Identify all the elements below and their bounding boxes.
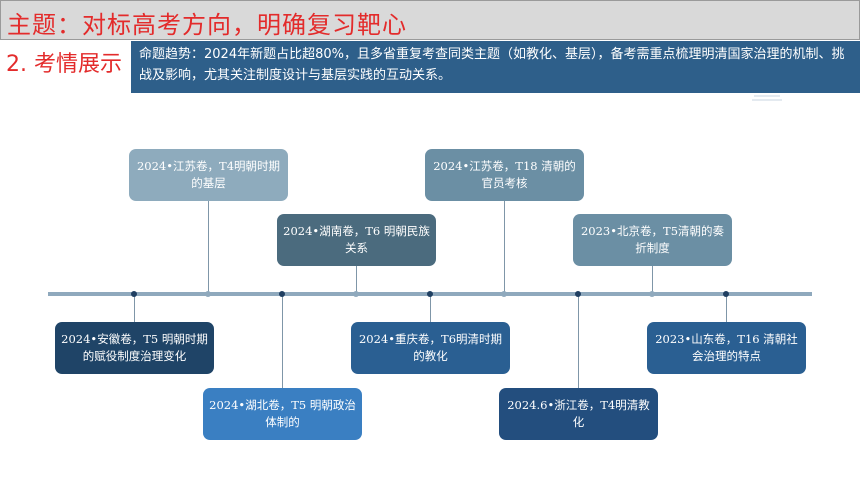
connector-9 — [726, 294, 727, 322]
timeline-card-hunan: 2024•湖南卷，T6 明朝民族关系 — [277, 214, 436, 266]
timeline-card-shandong: 2023•山东卷，T16 清朝社会治理的特点 — [647, 322, 806, 374]
timeline-dot — [427, 291, 433, 297]
section-label: 2. 考情展示 — [6, 52, 122, 77]
timeline-dot — [575, 291, 581, 297]
connector-8 — [652, 266, 653, 294]
timeline-card-anhui: 2024•安徽卷，T5 明朝时期的赋役制度治理变化 — [55, 322, 214, 374]
trend-text: 命题趋势：2024年新题占比超80%，且多省重复考查同类主题（如教化、基层），备… — [139, 47, 845, 83]
timeline-card-chongqing: 2024•重庆卷，T6明清时期的教化 — [351, 322, 510, 374]
connector-4 — [356, 266, 357, 294]
trend-box: 命题趋势：2024年新题占比超80%，且多省重复考查同类主题（如教化、基层），备… — [131, 41, 860, 93]
page-title: 主题：对标高考方向，明确复习靶心 — [7, 11, 407, 39]
connector-3 — [282, 294, 283, 388]
timeline-card-jiangsu-t4: 2024•江苏卷，T4明朝时期的基层 — [129, 149, 288, 201]
timeline-card-jiangsu-t18: 2024•江苏卷，T18 清朝的官员考核 — [425, 149, 584, 201]
connector-7 — [578, 294, 579, 388]
connector-1 — [134, 294, 135, 322]
timeline-dot — [649, 291, 655, 297]
timeline-card-hubei: 2024•湖北卷，T5 明朝政治体制的 — [203, 388, 362, 440]
timeline-dot — [723, 291, 729, 297]
timeline-dot — [205, 291, 211, 297]
timeline-dot — [279, 291, 285, 297]
timeline-dot — [501, 291, 507, 297]
connector-6 — [504, 201, 505, 294]
connector-5 — [430, 294, 431, 322]
timeline-card-zhejiang: 2024.6•浙江卷，T4明清教化 — [499, 388, 658, 440]
title-bar: 主题：对标高考方向，明确复习靶心 — [0, 0, 860, 40]
timeline-card-beijing: 2023•北京卷，T5清朝的奏折制度 — [573, 214, 732, 266]
decorative-lines-icon — [752, 95, 782, 101]
timeline-dot — [131, 291, 137, 297]
connector-2 — [208, 201, 209, 294]
timeline-dot — [353, 291, 359, 297]
